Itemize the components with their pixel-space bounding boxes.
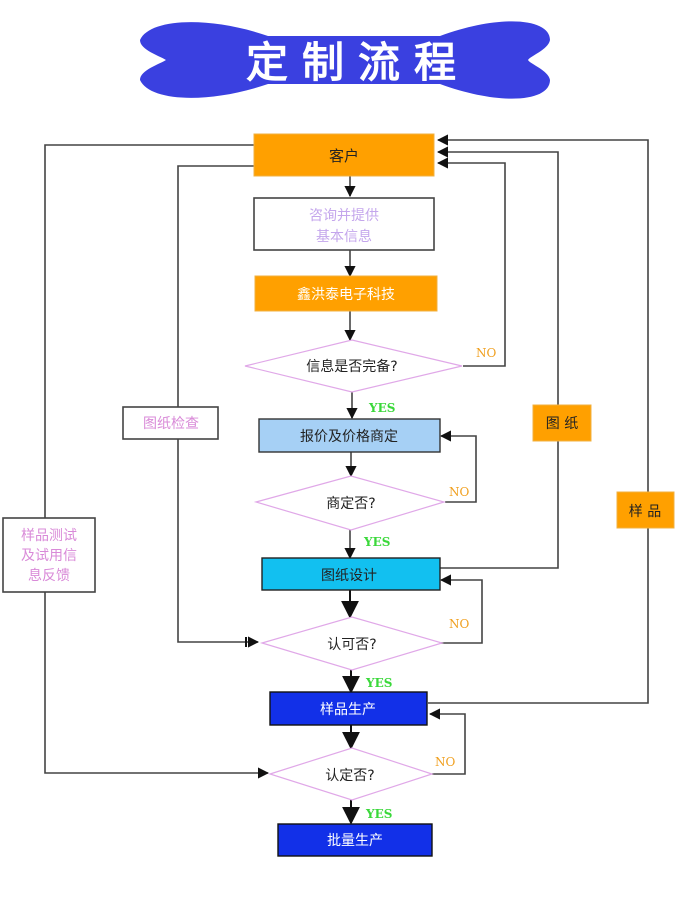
yes-label-confirmed: YES (365, 807, 392, 821)
decision-agreed[interactable]: 商定否? (253, 475, 447, 531)
loop-confirmed-no (428, 708, 466, 775)
box-drawing-check-label: 图纸检查 (143, 416, 199, 432)
node-sample-production-label: 样品生产 (320, 702, 376, 718)
banner-shape (140, 21, 550, 99)
node-company-label: 鑫洪泰电子科技 (297, 286, 395, 303)
box-sample-label: 样 品 (629, 504, 661, 520)
no-label-info: NO (476, 346, 497, 360)
decision-confirmed[interactable]: 认定否? (268, 747, 434, 801)
yes-label-info: YES (368, 401, 395, 415)
node-drawing-design-label: 图纸设计 (321, 568, 377, 584)
box-sample-feedback-line3: 息反馈 (28, 567, 70, 584)
box-drawing[interactable]: 图 纸 (532, 404, 592, 442)
box-sample-feedback-line2: 及试用信 (21, 548, 77, 564)
decision-confirmed-label: 认定否? (325, 768, 374, 784)
node-company[interactable]: 鑫洪泰电子科技 (254, 275, 438, 312)
line-customer-to-drawing-check (177, 165, 260, 648)
box-sample-feedback[interactable]: 样品测试 及试用信 息反馈 (2, 517, 96, 593)
node-customer-label: 客户 (329, 147, 359, 165)
box-drawing-label: 图 纸 (546, 416, 578, 432)
decision-approved[interactable]: 认可否? (259, 616, 445, 671)
page-title: 定制流程 (246, 38, 470, 87)
decision-info-complete[interactable]: 信息是否完备? (244, 339, 463, 393)
node-consult[interactable]: 咨询并提供 基本信息 (253, 197, 435, 251)
title-banner: 定制流程 (140, 21, 550, 99)
node-mass-production[interactable]: 批量生产 (277, 823, 433, 857)
loop-info-no (436, 157, 506, 367)
node-quote[interactable]: 报价及价格商定 (258, 418, 441, 453)
line-sample-to-customer (428, 134, 649, 704)
yes-label-approved: YES (365, 676, 392, 690)
no-label-confirmed: NO (435, 755, 456, 769)
node-sample-production[interactable]: 样品生产 (269, 691, 428, 726)
node-drawing-design[interactable]: 图纸设计 (261, 557, 441, 591)
line-drawing-to-customer (436, 146, 559, 569)
loop-agreed-no (439, 430, 477, 503)
connectors (44, 134, 649, 825)
node-customer[interactable]: 客户 (253, 133, 435, 177)
node-quote-label: 报价及价格商定 (300, 429, 398, 445)
node-consult-line2: 基本信息 (316, 228, 372, 245)
decision-approved-label: 认可否? (327, 637, 376, 653)
loop-approved-no (439, 574, 483, 644)
line-customer-to-sample-feedback (44, 144, 270, 779)
no-label-approved: NO (449, 617, 470, 631)
box-sample[interactable]: 样 品 (616, 491, 675, 529)
box-sample-feedback-line1: 样品测试 (21, 528, 77, 544)
box-drawing-check[interactable]: 图纸检查 (122, 406, 219, 440)
node-consult-line1: 咨询并提供 (309, 208, 379, 224)
decision-agreed-label: 商定否? (326, 496, 375, 512)
no-label-agreed: NO (449, 485, 470, 499)
node-mass-production-label: 批量生产 (327, 833, 383, 849)
decision-info-complete-label: 信息是否完备? (306, 358, 397, 375)
yes-label-agreed: YES (363, 535, 390, 549)
